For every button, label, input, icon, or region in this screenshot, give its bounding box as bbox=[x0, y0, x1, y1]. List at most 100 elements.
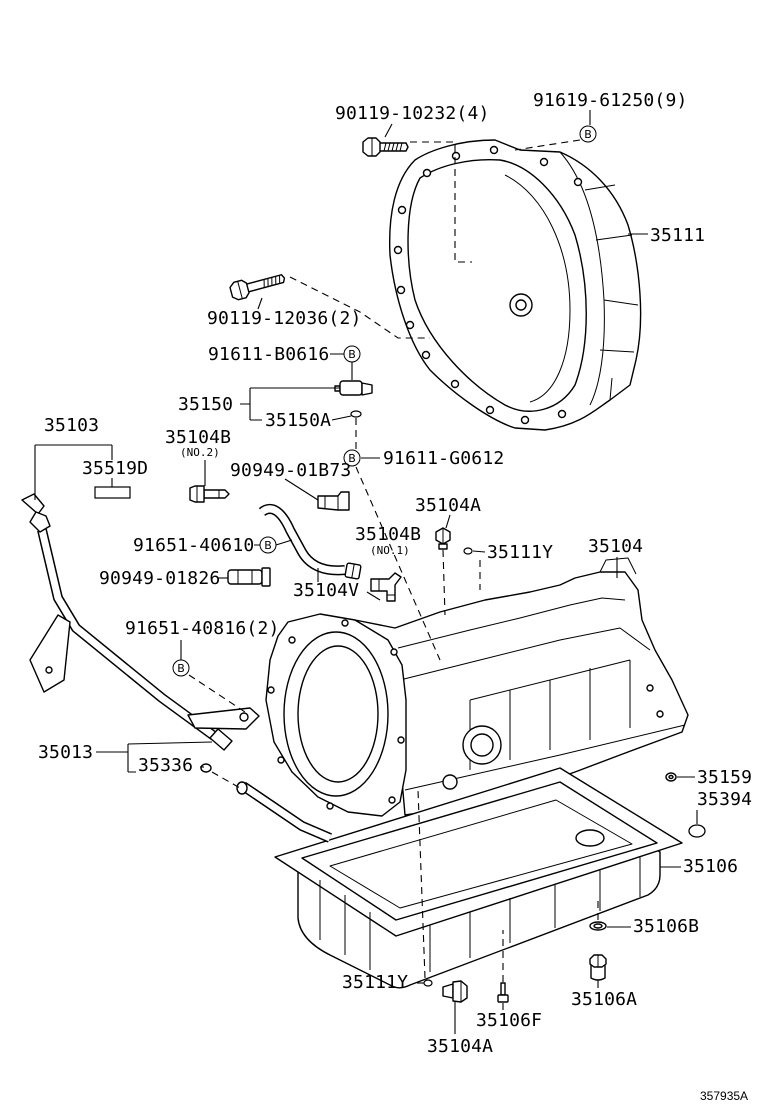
pan-rim-inner bbox=[301, 781, 658, 921]
leader-line bbox=[417, 789, 426, 979]
transmission-case-drawing bbox=[265, 557, 689, 817]
gauge-grip bbox=[29, 511, 51, 533]
callout-bracket-bolt: 91651-40816(2) bbox=[125, 618, 280, 639]
callout-gauge-plate: 35519D bbox=[82, 458, 148, 479]
tube-lower-bracket-hole bbox=[239, 712, 249, 722]
callout-case-plug: 35394 bbox=[697, 789, 752, 810]
leader-line bbox=[96, 741, 213, 773]
leader-line bbox=[384, 123, 393, 138]
leader-line bbox=[211, 771, 241, 789]
callout-union-no2: 35104B bbox=[165, 427, 231, 448]
marker-letter: B bbox=[348, 452, 356, 465]
case-plug-drawing bbox=[688, 824, 706, 838]
tube-end-fitting bbox=[209, 728, 233, 751]
callout-marker: B bbox=[343, 449, 361, 467]
case-bolt bbox=[646, 684, 654, 692]
leader-line bbox=[284, 478, 319, 501]
filler-tube-parts bbox=[21, 493, 260, 795]
leader-line bbox=[514, 139, 581, 151]
marker-letter: B bbox=[264, 539, 272, 552]
callout-marker: B bbox=[259, 536, 277, 554]
leader-line bbox=[289, 276, 430, 339]
sensor-o-ring-drawing bbox=[350, 410, 362, 418]
callout-marker: B bbox=[343, 345, 361, 363]
leader-line bbox=[445, 514, 451, 529]
callout-o-ring-upper: 35111Y bbox=[487, 542, 553, 563]
case-port bbox=[442, 774, 458, 790]
callout-housing-bolt-upper: 90119-10232(4) bbox=[335, 103, 490, 124]
callout-filler-tube: 35013 bbox=[38, 742, 93, 763]
sensor-drawing bbox=[334, 380, 373, 396]
drawing-number: 357935A bbox=[700, 1089, 748, 1103]
union-no2-drawing bbox=[189, 485, 230, 503]
hose-drawing bbox=[258, 503, 346, 576]
case-contour-lines bbox=[397, 557, 686, 791]
housing-bell-interior bbox=[504, 174, 571, 403]
marker-letter: B bbox=[177, 662, 185, 675]
leader-lines bbox=[34, 110, 698, 1034]
callout-pan-plug: 35106A bbox=[571, 989, 637, 1010]
callout-sensor-o-ring: 35150A bbox=[265, 410, 331, 431]
housing-bolt-holes bbox=[393, 145, 583, 425]
callout-union-no1-note: (NO.1) bbox=[370, 544, 410, 557]
callout-sensor: 35150 bbox=[178, 394, 233, 415]
plug-upper-drawing bbox=[435, 527, 451, 550]
callout-union-bolt: 91611-G0612 bbox=[383, 448, 504, 469]
callout-drain-plug: 35104A bbox=[427, 1036, 493, 1057]
callout-hose-clip-upper: 90949-01B73 bbox=[230, 460, 351, 481]
callout-transmission-case: 35104 bbox=[588, 536, 643, 557]
union-no1-drawing bbox=[370, 572, 402, 602]
callout-union-no2-note: (NO.2) bbox=[180, 446, 220, 459]
callout-hose-clip-lower: 90949-01826 bbox=[99, 568, 220, 589]
gauge-plate-drawing bbox=[94, 486, 131, 499]
callout-union-no1: 35104B bbox=[355, 524, 421, 545]
leader-line bbox=[472, 550, 486, 553]
tube-o-ring bbox=[200, 763, 212, 773]
o-ring-upper-drawing bbox=[463, 547, 473, 555]
callout-oil-level-gauge: 35103 bbox=[44, 415, 99, 436]
callout-drain-gasket: 35106B bbox=[633, 916, 699, 937]
leader-line bbox=[34, 444, 113, 500]
filler-tube-lower-inner bbox=[241, 783, 332, 842]
tube-upper-bracket bbox=[29, 614, 71, 693]
callout-converter-housing: 35111 bbox=[650, 225, 705, 246]
leader-line bbox=[410, 141, 472, 263]
hose-clip-lower-drawing bbox=[227, 567, 271, 587]
drain-gasket-drawing bbox=[589, 921, 607, 931]
part-callouts: 90119-10232(4) 91619-61250(9) 35111 9011… bbox=[38, 90, 752, 1057]
callout-housing-bolt-lower: 90119-12036(2) bbox=[207, 308, 362, 329]
leader-line bbox=[317, 568, 381, 601]
case-side-boss-hole bbox=[470, 733, 494, 757]
leader-line bbox=[257, 297, 263, 310]
leader-line bbox=[442, 549, 446, 616]
pan-corrugations bbox=[319, 856, 641, 972]
callout-case-plug-ring: 35159 bbox=[697, 767, 752, 788]
filler-tube-upper-inner bbox=[38, 529, 217, 739]
case-plug-ring-drawing bbox=[665, 772, 677, 782]
pan-plug-drawing bbox=[589, 954, 607, 981]
callout-tube-bolt: 91651-40610 bbox=[133, 535, 254, 556]
callout-o-ring-lower: 35111Y bbox=[342, 972, 408, 993]
callout-tube-o-ring: 35336 bbox=[138, 755, 193, 776]
housing-bolt-upper-drawing bbox=[362, 137, 409, 157]
callout-hose: 35104V bbox=[293, 580, 359, 601]
leader-line bbox=[330, 353, 353, 380]
hose-clip-upper-drawing bbox=[317, 491, 350, 511]
tube-lower-end bbox=[236, 781, 248, 795]
housing-boss-hole bbox=[515, 299, 527, 311]
housing-ribs bbox=[559, 151, 639, 406]
filler-tube-drawing bbox=[37, 528, 332, 843]
pan-bolt-drawing bbox=[497, 982, 509, 1003]
o-ring-lower-drawing bbox=[423, 979, 433, 987]
oil-pan-drawing bbox=[274, 767, 683, 989]
callout-marker: B bbox=[579, 125, 597, 143]
marker-letter: B bbox=[584, 128, 592, 141]
leader-line bbox=[188, 674, 246, 713]
gauge-handle bbox=[21, 493, 45, 515]
case-bolt bbox=[656, 710, 664, 718]
callout-housing-pin: 91619-61250(9) bbox=[533, 90, 688, 111]
pan-magnet-boss bbox=[575, 829, 605, 847]
leader-line bbox=[240, 387, 340, 421]
drain-plug-drawing bbox=[442, 980, 468, 1003]
